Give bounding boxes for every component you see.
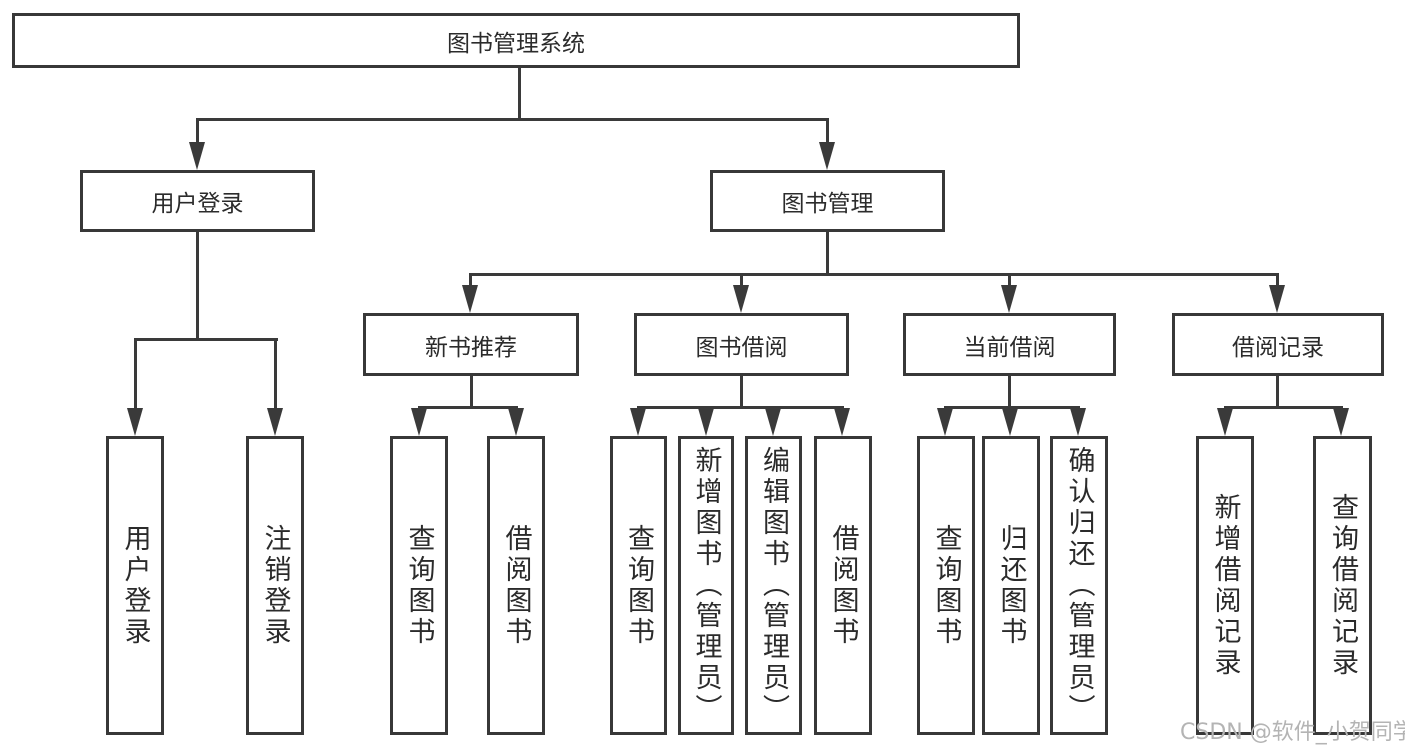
arrow-down-icon [508,408,524,436]
connector-line [740,376,743,406]
arrow-down-icon [834,408,850,436]
connector-line [196,118,828,121]
leaf-query-books-current: 查询图书 [917,436,975,735]
connector-line [1008,376,1011,406]
node-library-system: 图书管理系统 [12,13,1020,68]
arrow-down-icon [733,285,749,313]
node-user-login: 用户登录 [80,170,315,232]
connector-line [826,232,829,273]
node-book-borrow: 图书借阅 [634,313,849,376]
connector-line [196,232,199,338]
arrow-down-icon [411,408,427,436]
leaf-query-borrow-record: 查询借阅记录 [1313,436,1372,735]
connector-line [740,273,743,287]
connector-line [134,338,278,341]
leaf-add-books-admin: 新增图书（管理员） [678,436,734,735]
connector-line [1276,273,1279,287]
connector-line [418,406,518,409]
arrow-down-icon [1001,285,1017,313]
connector-line [196,118,199,145]
connector-line [1008,273,1011,287]
connector-line [469,273,1279,276]
arrow-down-icon [819,142,835,170]
arrow-down-icon [267,408,283,436]
arrow-down-icon [189,142,205,170]
arrow-down-icon [1217,408,1233,436]
connector-line [134,338,137,410]
watermark: CSDN @软件_小贺同学 [1180,720,1405,745]
node-book-management: 图书管理 [710,170,945,232]
arrow-down-icon [698,408,714,436]
leaf-confirm-return-admin: 确认归还（管理员） [1050,436,1108,735]
arrow-down-icon [937,408,953,436]
leaf-borrow-books: 借阅图书 [814,436,872,735]
arrow-down-icon [1070,408,1086,436]
connector-line [470,376,473,406]
connector-line [1224,406,1343,409]
leaf-user-login: 用户登录 [106,436,164,735]
connector-line [518,68,521,118]
connector-line [1276,376,1279,406]
arrow-down-icon [462,285,478,313]
arrow-down-icon [127,408,143,436]
leaf-borrow-books-recommend: 借阅图书 [487,436,545,735]
node-borrow-records: 借阅记录 [1172,313,1384,376]
arrow-down-icon [1333,408,1349,436]
leaf-return-books: 归还图书 [982,436,1040,735]
connector-line [469,273,472,287]
arrow-down-icon [630,408,646,436]
node-new-book-recommend: 新书推荐 [363,313,579,376]
leaf-add-borrow-record: 新增借阅记录 [1196,436,1254,735]
arrow-down-icon [765,408,781,436]
leaf-query-books-recommend: 查询图书 [390,436,448,735]
leaf-logout: 注销登录 [246,436,304,735]
arrow-down-icon [1269,285,1285,313]
arrow-down-icon [1002,408,1018,436]
leaf-edit-books-admin: 编辑图书（管理员） [745,436,802,735]
connector-line [274,338,277,410]
node-current-borrow: 当前借阅 [903,313,1116,376]
connector-line [826,118,829,145]
connector-line [637,406,844,409]
leaf-query-books-borrow: 查询图书 [610,436,667,735]
